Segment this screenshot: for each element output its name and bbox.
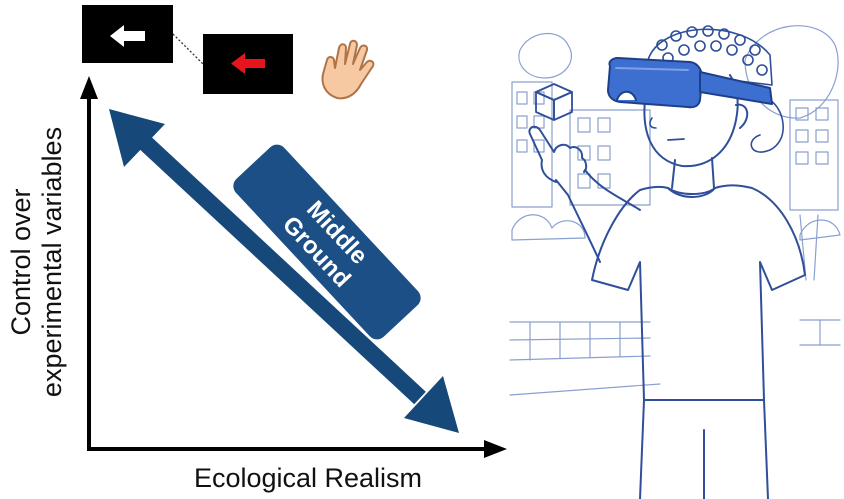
- raised-arm: [555, 169, 641, 263]
- x-axis-arrowhead: [484, 440, 507, 458]
- y-axis-label-line2: experimental variables: [37, 127, 67, 397]
- floating-cube: [535, 83, 573, 121]
- stimulus-screen-white-arrow: [82, 5, 173, 63]
- vr-headset: [607, 57, 773, 109]
- axes: [80, 76, 507, 458]
- arrowhead-bottom-right: [404, 376, 459, 433]
- eeg-cap: [647, 25, 784, 153]
- arrowhead-top-left: [109, 109, 165, 167]
- stimulus-screen-red-arrow: [203, 34, 293, 94]
- arrow-left-red-icon: [231, 53, 265, 74]
- y-axis-label: Control over experimental variables: [6, 127, 67, 397]
- y-axis-label-line1: Control over: [6, 188, 36, 335]
- pointing-hand: [528, 125, 588, 183]
- pants: [639, 399, 769, 499]
- stimulus-connector: [172, 33, 204, 65]
- hand-icon: [321, 39, 375, 100]
- y-axis-arrowhead: [80, 76, 98, 99]
- vr-headset-person-illustration: [509, 25, 841, 499]
- tradeoff-double-arrow: [109, 109, 459, 433]
- background-scene: [509, 25, 841, 396]
- arrow-left-icon: [110, 25, 145, 47]
- x-axis-label: Ecological Realism: [194, 463, 422, 493]
- tshirt: [591, 184, 806, 401]
